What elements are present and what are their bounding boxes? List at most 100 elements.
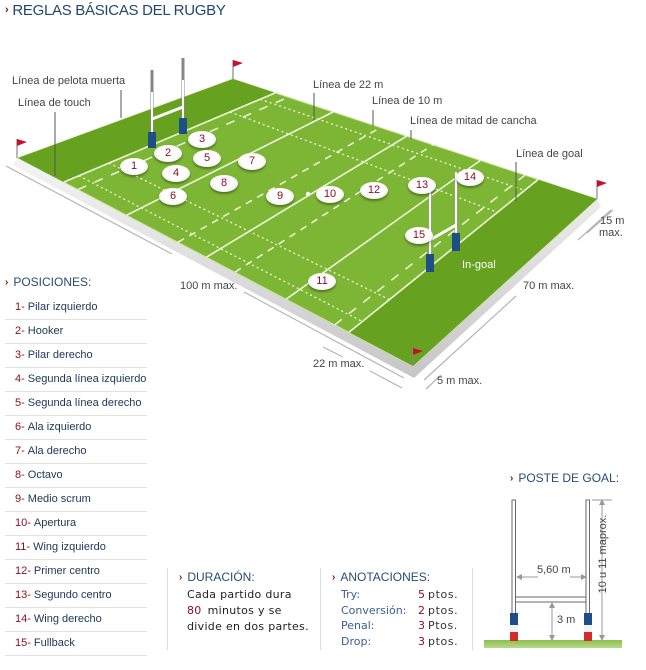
chevron-right-icon: › xyxy=(332,572,336,583)
position-number: 12- xyxy=(15,565,31,577)
chevron-right-icon: › xyxy=(5,4,9,16)
score-unit: ptos. xyxy=(428,603,459,617)
position-name: Medio scrum xyxy=(27,493,91,505)
page-title: ›REGLAS BÁSICAS DEL RUGBY xyxy=(5,2,226,19)
corner-flag-icon xyxy=(232,60,243,79)
list-item: 6-Ala izquierdo xyxy=(5,416,147,440)
position-name: Pilar izquierdo xyxy=(27,301,98,313)
touch-line-label: Línea de touch xyxy=(18,97,91,109)
dimension-lines xyxy=(5,165,614,390)
dim-15m-label-line1: 15 m xyxy=(600,215,625,227)
list-item: 11-Wing izquierdo xyxy=(5,536,147,560)
positions-heading-text: POSICIONES: xyxy=(13,275,92,289)
corner-flag-icon xyxy=(16,139,27,158)
score-unit: ptos. xyxy=(428,588,459,601)
player-marker-2: 2 xyxy=(154,145,182,162)
position-name: Octavo xyxy=(27,469,63,481)
list-item: 13-Segundo centro xyxy=(5,584,147,608)
list-item: 15-Fullback xyxy=(5,632,147,656)
scoring-heading-text: ANOTACIONES: xyxy=(340,570,431,584)
label-pointers xyxy=(54,90,517,201)
scoring-heading: › ANOTACIONES: xyxy=(332,570,430,584)
duration-line-3: divide en dos partes. xyxy=(187,620,309,633)
positions-list: 1-Pilar izquierdo 2-Hooker 3-Pilar derec… xyxy=(5,296,147,656)
player-marker-11: 11 xyxy=(308,273,336,290)
goal-post-heading: ›POSTE DE GOAL: xyxy=(510,471,619,485)
post-pad-icon xyxy=(510,613,518,641)
in-goal-label: In-goal xyxy=(462,259,496,271)
position-name: Apertura xyxy=(33,517,77,529)
chevron-right-icon: › xyxy=(5,277,9,288)
player-marker-4: 4 xyxy=(162,165,190,182)
duration-heading-text: DURACIÓN: xyxy=(187,570,255,584)
in-goal-left xyxy=(18,79,276,183)
position-number: 7- xyxy=(15,445,25,457)
duration-minutes: 80 xyxy=(187,604,202,617)
center-mark xyxy=(305,191,311,197)
score-type: Try: xyxy=(341,588,361,601)
position-number: 1- xyxy=(15,301,25,313)
list-item: 10-Apertura xyxy=(5,512,147,536)
player-marker-9: 9 xyxy=(266,188,294,205)
position-number: 14- xyxy=(15,613,31,625)
player-marker-6: 6 xyxy=(159,188,187,205)
player-marker-5: 5 xyxy=(193,150,221,167)
position-name: Pilar derecho xyxy=(27,349,93,361)
position-name: Wing derecho xyxy=(33,613,102,625)
list-item: 7-Ala derecho xyxy=(5,440,147,464)
player-marker-7: 7 xyxy=(238,153,266,170)
position-number: 4- xyxy=(15,373,25,385)
player-marker-13: 13 xyxy=(408,177,436,194)
dim-5m-label: 5 m max. xyxy=(437,375,483,387)
ground xyxy=(484,640,622,648)
position-name: Segundo centro xyxy=(33,589,112,601)
goal-posts-left-icon xyxy=(148,58,187,148)
page-title-text: REGLAS BÁSICAS DEL RUGBY xyxy=(12,2,226,19)
score-points: 2 xyxy=(418,603,425,617)
score-points: 5 xyxy=(418,588,425,601)
player-marker-12: 12 xyxy=(360,182,388,199)
score-unit: ptos. xyxy=(428,634,459,648)
position-name: Ala izquierdo xyxy=(27,421,92,433)
corner-flag-icon xyxy=(412,348,423,366)
positions-heading: › POSICIONES: xyxy=(5,275,91,289)
goal-width-label: 5,60 m xyxy=(537,564,571,576)
dim-15m-label-line2: max. xyxy=(599,227,623,239)
dead-ball-line-label: Línea de pelota muerta xyxy=(12,75,126,87)
position-name: Segunda línea izquierdo xyxy=(27,373,147,385)
goal-posts-right-icon xyxy=(426,172,460,272)
position-name: Primer centro xyxy=(33,565,100,577)
position-number: 13- xyxy=(15,589,31,601)
score-type: Conversión: xyxy=(341,603,407,617)
dim-70m-label: 70 m max. xyxy=(523,280,575,292)
player-marker-1: 1 xyxy=(120,158,148,175)
corner-flag-icon xyxy=(596,180,607,199)
position-number: 11- xyxy=(15,541,31,553)
list-item: 2-Hooker xyxy=(5,320,147,344)
score-type: Drop: xyxy=(341,634,372,648)
player-marker-14: 14 xyxy=(456,169,484,186)
goal-post-diagram xyxy=(484,499,622,648)
line-10m-label: Línea de 10 m xyxy=(372,95,443,107)
position-name: Segunda línea derecho xyxy=(27,397,142,409)
line-22m-label: Línea de 22 m xyxy=(313,79,384,91)
goal-height-label: 10 u 11 maprox. xyxy=(597,514,609,594)
position-number: 9- xyxy=(15,493,25,505)
position-number: 2- xyxy=(15,325,25,337)
dim-100m-label: 100 m max. xyxy=(180,280,238,292)
list-item: 9-Medio scrum xyxy=(5,488,147,512)
list-item: 14-Wing derecho xyxy=(5,608,147,632)
player-marker-10: 10 xyxy=(316,186,344,203)
field-lines xyxy=(63,92,539,333)
score-points: 3 xyxy=(418,619,425,632)
position-number: 6- xyxy=(15,421,25,433)
position-name: Wing izquierdo xyxy=(33,541,106,553)
position-number: 5- xyxy=(15,397,25,409)
dim-22m-label: 22 m max. xyxy=(313,358,365,370)
list-item: 4-Segunda línea izquierdo xyxy=(5,368,147,392)
